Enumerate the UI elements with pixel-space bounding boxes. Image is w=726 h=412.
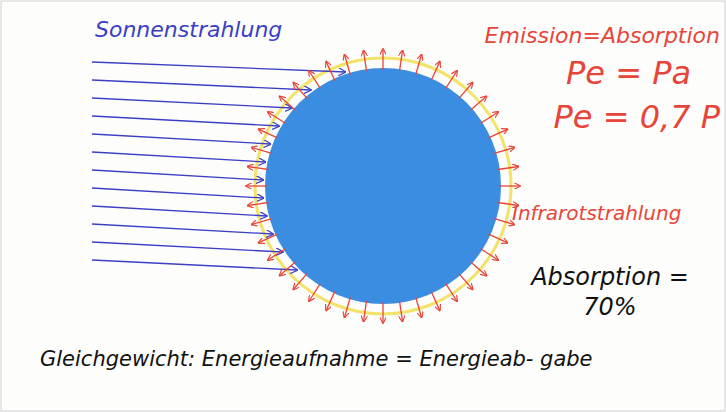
infrared-ray (309, 284, 320, 302)
sun-ray (92, 242, 283, 252)
infrared-ray (382, 49, 383, 70)
atmosphere-ring (255, 58, 511, 314)
infrared-ray (431, 292, 440, 311)
power-equation: Pe = Pa (566, 56, 691, 91)
infrared-ray (446, 71, 457, 89)
earth-disc (265, 68, 501, 304)
infrared-ray (498, 167, 519, 170)
infrared-ray (400, 50, 403, 71)
sun-ray (92, 260, 297, 270)
sun-ray (92, 188, 264, 198)
infrared-ray (252, 219, 272, 225)
sun-ray (92, 152, 265, 162)
equation-heading: Emission=Absorption (485, 24, 720, 48)
sun-ray (92, 224, 273, 234)
infrared-ray (344, 297, 350, 317)
infrared-ray (326, 292, 335, 311)
infrared-ray (489, 129, 508, 138)
sun-ray (92, 62, 346, 72)
infrared-ray (268, 249, 286, 260)
infrared-ray (446, 284, 457, 302)
infrared-ray (252, 147, 272, 153)
infrared-ray (494, 147, 514, 153)
infrared-ray (344, 55, 350, 75)
infrared-ray (400, 301, 403, 322)
sun-ray (92, 116, 279, 126)
infrared-ray (247, 203, 268, 206)
infrared-ray (326, 61, 335, 80)
infrared-ray (431, 61, 440, 80)
infrared-ray (499, 185, 520, 186)
infrared-ray (494, 219, 514, 225)
infrared-ray (416, 297, 422, 317)
infrared-ray (279, 96, 295, 110)
power-equation: Pe = 0,7 P (554, 100, 721, 135)
infrared-ray (459, 274, 473, 290)
infrared-ray (364, 50, 367, 71)
sun-ray (92, 80, 311, 90)
infrared-ray (481, 249, 499, 260)
infrared-ray (481, 112, 499, 123)
infrared-ray (293, 82, 307, 98)
infrared-ray (279, 262, 295, 276)
infrared-ray (268, 112, 286, 123)
sun-ray (92, 98, 292, 108)
equilibrium-note: Gleichgewicht: Energieaufnahme = Energie… (40, 346, 720, 372)
infrared-label: Infrarotstrahlung (512, 202, 681, 224)
infrared-ray (489, 234, 508, 243)
infrared-ray (471, 96, 487, 110)
infrared-ray (309, 71, 320, 89)
absorption-note: Absorption = 70% (520, 262, 700, 322)
infrared-ray (293, 274, 307, 290)
sun-ray (92, 134, 271, 144)
sun-ray (92, 170, 263, 180)
infrared-ray (258, 234, 277, 243)
infrared-ray (471, 262, 487, 276)
sun-ray (92, 206, 267, 216)
infrared-ray (364, 301, 367, 322)
infrared-ray (459, 82, 473, 98)
infrared-ray (246, 185, 267, 186)
infrared-ray (416, 55, 422, 75)
infrared-rays (246, 49, 520, 323)
sun-rays (92, 62, 346, 270)
infrared-ray (247, 167, 268, 170)
infrared-ray (258, 129, 277, 138)
sun-label: Sonnenstrahlung (95, 18, 282, 42)
infrared-ray (382, 302, 383, 323)
